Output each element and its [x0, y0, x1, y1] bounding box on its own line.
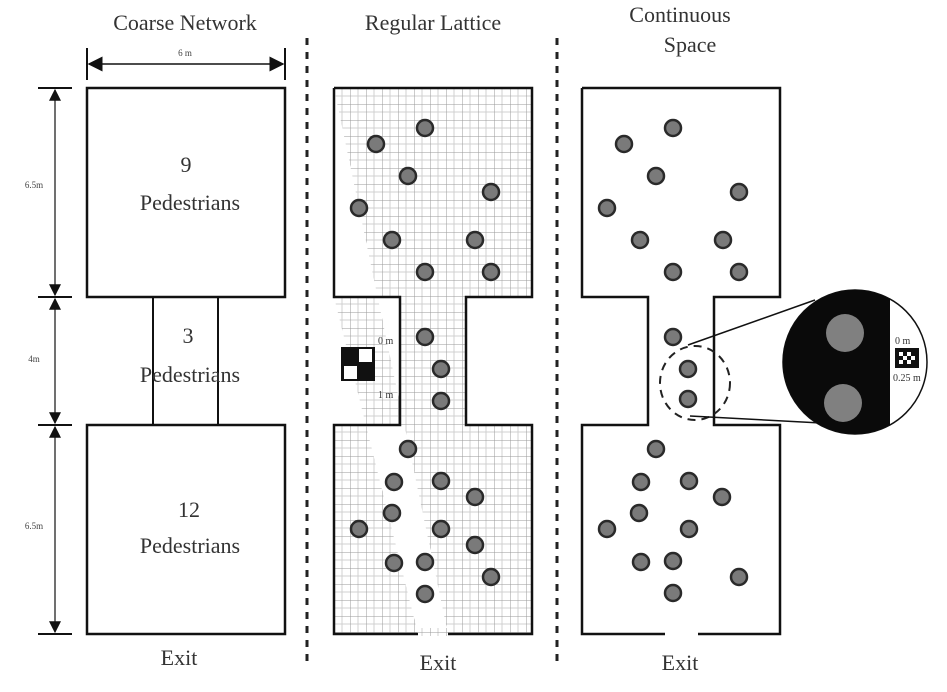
corridor-label: Pedestrians [140, 362, 240, 387]
pedestrian-icon [398, 439, 418, 459]
pedestrian-icon [431, 471, 451, 491]
regular-lattice-title: Regular Lattice [365, 10, 501, 35]
pedestrian-icon [465, 535, 485, 555]
pedestrian-icon [481, 182, 501, 202]
pedestrian-icon [431, 519, 451, 539]
pedestrian-magnified-icon [824, 384, 862, 422]
coarse-top-room [85, 86, 287, 299]
pedestrian-icon [415, 262, 435, 282]
pedestrian-icon [679, 519, 699, 539]
pedestrian-icon [382, 503, 402, 523]
pedestrian-icon [729, 262, 749, 282]
pedestrian-icon [678, 359, 698, 379]
pedestrian-icon [415, 552, 435, 572]
regular-lattice-panel: Regular Lattice [332, 10, 534, 675]
pedestrian-icon [712, 487, 732, 507]
zoom-region-indicator [659, 345, 731, 421]
pedestrian-icon [614, 134, 634, 154]
lattice-pedestrians [349, 118, 501, 604]
bottom-room-label: Pedestrians [140, 533, 240, 558]
pedestrian-icon [398, 166, 418, 186]
cell-label-bottom: 1 m [378, 390, 394, 401]
pedestrian-icon [630, 230, 650, 250]
fine-grid-icon [895, 348, 919, 368]
bottom-room-count: 12 [178, 497, 200, 522]
pedestrian-icon [646, 439, 666, 459]
top-room-count: 9 [181, 152, 192, 177]
pedestrian-icon [663, 551, 683, 571]
pedestrian-icon [481, 262, 501, 282]
pedestrian-icon [631, 472, 651, 492]
pedestrian-icon [663, 262, 683, 282]
pedestrian-icon [349, 519, 369, 539]
pedestrian-icon [646, 166, 666, 186]
continuous-exit-label: Exit [662, 650, 699, 675]
pedestrian-magnified-icon [826, 314, 864, 352]
width-dimension: 6 m [178, 48, 192, 58]
pedestrian-icon [415, 327, 435, 347]
lattice-exit-label: Exit [420, 650, 457, 675]
continuous-title-line1: Continuous [629, 2, 730, 27]
pedestrian-icon [465, 487, 485, 507]
coarse-exit-label: Exit [161, 645, 198, 670]
pedestrian-icon [629, 503, 649, 523]
zoom-label-top: 0 m [895, 336, 911, 347]
pedestrian-icon [431, 391, 451, 411]
pedestrian-icon [597, 198, 617, 218]
pedestrian-icon [415, 584, 435, 604]
pedestrian-icon [366, 134, 386, 154]
pedestrian-icon [431, 359, 451, 379]
pedestrian-icon [729, 567, 749, 587]
top-room-label: Pedestrians [140, 190, 240, 215]
pedestrian-icon [678, 389, 698, 409]
continuous-pedestrians [597, 118, 749, 603]
pedestrian-icon [415, 118, 435, 138]
lattice-cell-legend: 0 m 1 m [341, 336, 394, 401]
pedestrian-icon [679, 471, 699, 491]
pedestrian-icon [663, 327, 683, 347]
coarse-network-title: Coarse Network [113, 10, 257, 35]
pedestrian-icon [713, 230, 733, 250]
pedestrian-icon [729, 182, 749, 202]
coarse-bottom-room [85, 423, 287, 636]
pedestrian-icon [597, 519, 617, 539]
corridor-count: 3 [183, 323, 194, 348]
pedestrian-icon [481, 567, 501, 587]
coarse-network-panel: Coarse Network 6 m 6.5m 4m 6.5m 9 Pedest… [22, 10, 287, 670]
continuous-space-panel: Continuous Space [580, 2, 928, 675]
pedestrian-icon [631, 552, 651, 572]
pedestrian-icon [384, 472, 404, 492]
pedestrian-icon [349, 198, 369, 218]
continuous-title-line2: Space [664, 32, 717, 57]
height-dim-bottom: 6.5m [25, 521, 43, 531]
cell-label-top: 0 m [378, 336, 394, 347]
pedestrian-icon [663, 118, 683, 138]
height-dim-top: 6.5m [25, 180, 43, 190]
height-dim-middle: 4m [28, 354, 40, 364]
pedestrian-icon [465, 230, 485, 250]
pedestrian-icon [384, 553, 404, 573]
pedestrian-icon [663, 583, 683, 603]
magnified-view: 0 m 0.25 m [782, 289, 928, 435]
zoom-label-bottom: 0.25 m [893, 373, 921, 384]
pedestrian-icon [382, 230, 402, 250]
